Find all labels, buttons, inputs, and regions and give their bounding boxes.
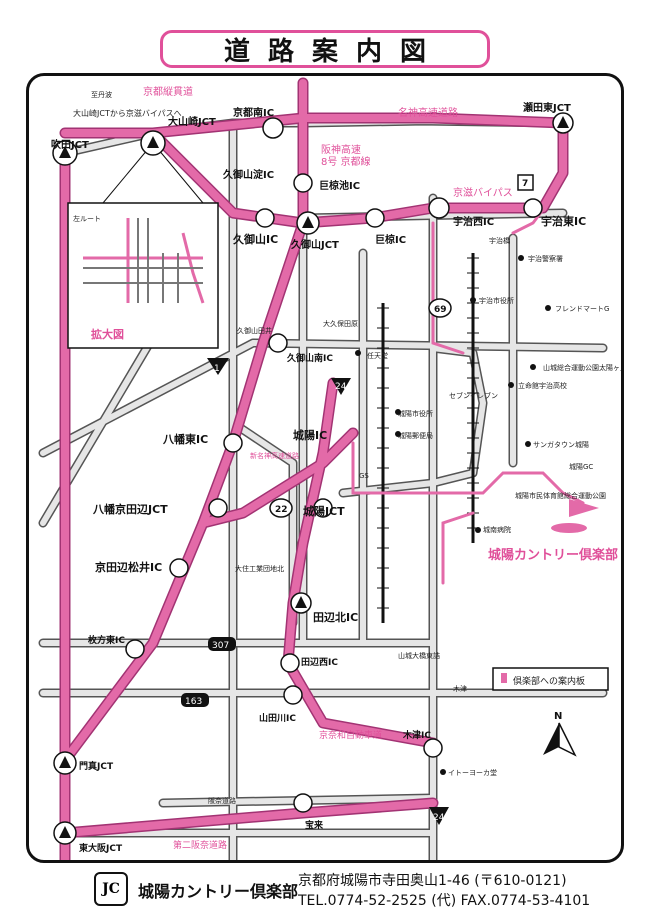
route-163-shield: 163 — [185, 697, 202, 707]
label-nara-road: 阪奈道路 — [208, 796, 236, 805]
north-arrow-icon — [543, 723, 559, 755]
label-ogura-ic: 巨椋IC — [375, 233, 406, 246]
footer-address: 京都府城陽市寺田奥山1-46 (〒610-0121) — [298, 873, 567, 889]
label-joyo-shiyakusho: 城陽市役所 — [398, 409, 433, 418]
label-keiji-bypass: 京滋バイパス — [453, 186, 513, 199]
route-1-shield: 1 — [214, 364, 220, 374]
label-yamadagawa-ic: 山田川IC — [259, 712, 296, 724]
label-meishin: 名神高速道路 — [398, 106, 458, 119]
label-joyo-ic: 城陽IC — [293, 428, 327, 442]
label-kumiyama-den: 久御山田井 — [237, 326, 272, 335]
label-nintendo: 任天堂 — [367, 351, 388, 360]
label-kadoma-jct: 門真JCT — [79, 760, 114, 772]
label-ookubo-den: 大久保田原 — [323, 319, 358, 328]
label-shin-meishin: 新名神高速道路 — [250, 451, 299, 460]
label-sun-town: サンガタウン城陽 — [533, 440, 589, 449]
label-tanabe-nishi-ic: 田辺西IC — [301, 657, 338, 668]
label-itoyokado: イトーヨーカ堂 — [448, 768, 497, 777]
label-club-destination: 城陽カントリー倶楽部 — [488, 547, 618, 563]
label-higashi-osaka-jct: 東大阪JCT — [79, 842, 123, 854]
label-kuze-ic: 巨椋池IC — [319, 179, 360, 192]
label-joyo-yubin: 城陽郵便局 — [398, 431, 433, 440]
label-uji-bashi: 宇治橋 — [489, 236, 510, 245]
page-title-text: 道路案内図 — [223, 36, 444, 67]
inset-left-route: 左ルート — [73, 214, 101, 223]
north-label: N — [554, 711, 562, 722]
label-hanshin-8: 8号 京都線 — [321, 155, 371, 168]
legend-box — [492, 667, 609, 691]
route-69-shield: 69 — [434, 305, 447, 315]
route-24b-shield: 24 — [433, 813, 445, 823]
label-tanabe-kita-ic: 田辺北IC — [313, 610, 358, 624]
footer-tel: TEL.0774-52-2525 (代) FAX.0774-53-4101 — [298, 893, 591, 909]
route-307-shield: 307 — [212, 641, 229, 651]
label-daikyo: 大住工業団地北 — [235, 564, 284, 573]
label-uji-higashi-ic: 宇治東IC — [541, 214, 586, 228]
label-suita-jct: 吹田JCT — [51, 138, 89, 151]
label-hanshin: 阪神高速 — [321, 143, 361, 156]
club-logo: JC — [94, 872, 128, 906]
label-uji-shiyakusho: 宇治市役所 — [479, 296, 514, 305]
label-kumiyama-minami-ic: 久御山南IC — [287, 352, 333, 364]
label-ritsumei: 立命館宇治高校 — [518, 381, 567, 390]
inset-map — [67, 202, 219, 349]
label-kumiyama-jct: 久御山JCT — [290, 238, 339, 251]
label-houkiraku: 宝来 — [305, 819, 324, 831]
route-22-shield: 22 — [275, 505, 288, 515]
label-kizu-ic: 木津IC — [402, 729, 431, 741]
label-oyamazaki-jct: 大山崎JCT — [168, 115, 216, 128]
map-frame: 左ルート 拡大図 1 24 24 22 69 7 307 163 京都縦貫道 名… — [26, 73, 624, 863]
label-keinawa: 京奈和自動車道 — [319, 729, 382, 741]
footer-club-name: 城陽カントリー倶楽部 — [138, 882, 299, 901]
route-7-shield: 7 — [522, 179, 528, 189]
label-joyo-jct: 城陽JCT — [303, 504, 345, 518]
label-gs: GS — [359, 472, 369, 480]
label-yawata-kyotanabe-jct: 八幡京田辺JCT — [92, 502, 168, 516]
inset-title: 拡大図 — [91, 327, 124, 341]
label-kyotanabe-matsui-ic: 京田辺松井IC — [95, 560, 162, 574]
label-joyo-taiiku: 城陽市民体育館総合運動公園 — [515, 491, 606, 500]
label-jonan-hosp: 城南病院 — [483, 525, 511, 534]
label-yawata-higashi-ic: 八幡東IC — [162, 432, 208, 446]
label-uji-keisatsu: 宇治警察署 — [528, 254, 563, 263]
label-seven-eleven: セブンイレブン — [449, 391, 498, 400]
route-24-shield: 24 — [335, 382, 347, 392]
label-uji-nishi-ic: 宇治西IC — [453, 215, 494, 228]
footer: JC 城陽カントリー倶楽部 京都府城陽市寺田奥山1-46 (〒610-0121)… — [90, 868, 630, 916]
label-hirakata-higashi-ic: 枚方東IC — [88, 634, 125, 646]
label-daini-keihan-2: 第二阪奈道路 — [173, 839, 227, 851]
label-kyoto-jukan: 京都縦貫道 — [143, 85, 193, 98]
label-kizu: 木津 — [453, 684, 467, 693]
label-kumiyama-yodo-ic: 久御山淀IC — [222, 168, 274, 181]
label-kumiyama-ic: 久御山IC — [233, 232, 278, 246]
label-to-tanba: 至丹波 — [91, 90, 112, 99]
label-yamashiro-koen: 山城総合運動公園太陽ヶ丘 — [543, 363, 624, 372]
page-title: 道路案内図 — [160, 30, 490, 68]
label-joyo-gc: 城陽GC — [569, 462, 593, 471]
label-seta-higashi-jct: 瀬田東JCT — [523, 101, 571, 114]
road-map: 左ルート 拡大図 1 24 24 22 69 7 307 163 京都縦貫道 名… — [38, 77, 624, 860]
label-yamazaki-note: 大山崎JCTから京滋バイパスへ — [73, 108, 182, 118]
legend-label: 倶楽部への案内板 — [513, 675, 585, 687]
label-friend-mart: フレンドマートG — [555, 305, 609, 313]
label-yamashiro-oohashi: 山城大橋東詰 — [398, 651, 440, 660]
label-kyoto-minami-ic: 京都南IC — [233, 106, 274, 119]
